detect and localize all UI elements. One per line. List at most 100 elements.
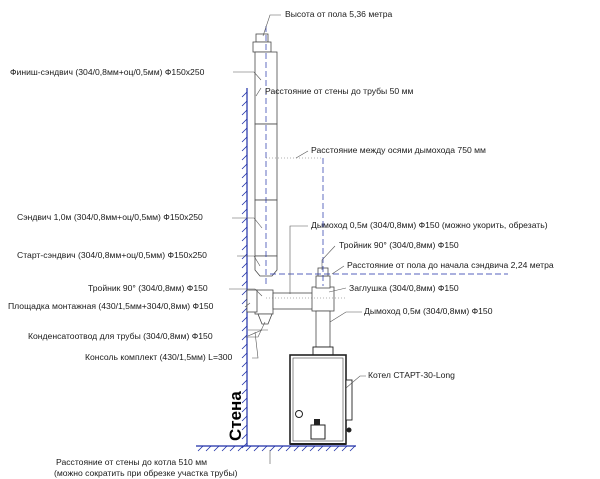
wall-hatch-mark xyxy=(241,379,248,386)
floor-hatch-mark xyxy=(261,445,268,452)
boiler-thermometer-icon xyxy=(295,410,303,418)
label-wall-distance: Расстояние от стены до трубы 50 мм xyxy=(265,86,413,96)
boiler-inner-panel xyxy=(292,357,344,442)
floor-hatch-mark xyxy=(325,445,332,452)
wall-hatch-mark xyxy=(241,289,248,296)
wall-hatch-mark xyxy=(241,208,248,215)
wall-hatch-mark xyxy=(241,181,248,188)
wall-hatch-mark xyxy=(241,190,248,197)
platform-plate xyxy=(246,289,258,313)
wall-hatch-mark xyxy=(241,172,248,179)
wall-hatch-mark xyxy=(241,298,248,305)
boiler-door xyxy=(310,424,326,440)
label-sandwich-1m: Сэндвич 1,0м (304/0,8мм+оц/0,5мм) Ф150х2… xyxy=(17,212,203,222)
floor-hatch-mark xyxy=(253,445,260,452)
boiler-handle xyxy=(314,419,320,425)
wall-hatch-mark xyxy=(241,271,248,278)
floor-hatch-mark xyxy=(309,445,316,452)
floor-hatch-mark xyxy=(277,445,284,452)
label-boiler-distance-2: (можно сократить при обрезке участка тру… xyxy=(54,468,238,478)
label-finish-sandwich: Финиш-сэндвич (304/0,8мм+оц/0,5мм) Ф150х… xyxy=(10,67,205,77)
wall-hatch-mark xyxy=(241,154,248,161)
floor-hatch-mark xyxy=(341,445,348,452)
boiler xyxy=(289,346,353,445)
wall-hatch-mark xyxy=(241,118,248,125)
label-chimney-lower: Дымоход 0,5м (304/0,8мм) Ф150 xyxy=(364,306,493,316)
wall-hatch-mark xyxy=(241,361,248,368)
wall-hatch-mark xyxy=(241,136,248,143)
wall-hatch-mark xyxy=(241,217,248,224)
boiler-side-valve-icon xyxy=(346,427,352,433)
wall-hatch-mark xyxy=(241,253,248,260)
wall-hatch-mark xyxy=(241,235,248,242)
label-tee-right: Тройник 90° (304/0,8мм) Ф150 xyxy=(339,240,459,250)
wall-hatch-mark xyxy=(241,307,248,314)
label-axis-distance: Расстояние между осями дымохода 750 мм xyxy=(311,145,486,155)
wall-hatch-mark xyxy=(241,370,248,377)
tee-left xyxy=(254,289,274,315)
boiler-flue-collar xyxy=(312,346,334,356)
horizontal-chimney xyxy=(246,267,335,348)
wall-hatch-mark xyxy=(241,262,248,269)
wall-hatch-mark xyxy=(241,388,248,395)
floor-hatch-mark xyxy=(301,445,308,452)
floor-hatch-mark xyxy=(221,445,228,452)
wall-hatch-mark xyxy=(241,163,248,170)
label-boiler-distance-1: Расстояние от стены до котла 510 мм xyxy=(56,457,207,467)
chimney-lower-pipe xyxy=(315,310,331,348)
floor-hatch-mark xyxy=(205,445,212,452)
wall-label: Стена xyxy=(226,391,245,441)
wall-hatch-mark xyxy=(241,91,248,98)
wall-hatch-mark xyxy=(241,226,248,233)
wall-hatch-mark xyxy=(241,244,248,251)
wall-hatch-mark xyxy=(241,316,248,323)
label-console: Консоль комплект (430/1,5мм) L=300 xyxy=(85,352,233,362)
console-bracket xyxy=(247,329,268,337)
tee-right xyxy=(311,286,335,312)
wall-hatch-mark xyxy=(241,352,248,359)
wall-hatch-mark xyxy=(241,280,248,287)
label-plug: Заглушка (304/0,8мм) Ф150 xyxy=(349,283,459,293)
floor-hatch-mark xyxy=(269,445,276,452)
label-start-sandwich: Старт-сэндвич (304/0,8мм+оц/0,5мм) Ф150х… xyxy=(17,250,207,260)
wall-hatch-mark xyxy=(241,145,248,152)
wall-hatch-mark xyxy=(241,199,248,206)
label-platform: Площадка монтажная (430/1,5мм+304/0,8мм)… xyxy=(8,301,214,311)
wall-hatch-mark xyxy=(241,109,248,116)
floor-hatch-mark xyxy=(333,445,340,452)
wall-hatch-mark xyxy=(241,334,248,341)
boiler-side-box xyxy=(345,379,353,421)
wall-hatch-mark xyxy=(241,325,248,332)
wall-hatch-mark xyxy=(241,442,248,449)
wall-hatching xyxy=(241,91,248,449)
label-chimney-upper: Дымоход 0,5м (304/0,8мм) Ф150 (можно уко… xyxy=(311,220,548,230)
wall-hatch-mark xyxy=(241,100,248,107)
floor-hatch-mark xyxy=(293,445,300,452)
floor-hatch-mark xyxy=(197,445,204,452)
wall-hatch-mark xyxy=(241,127,248,134)
wall xyxy=(196,88,356,452)
finish-cap-neck xyxy=(252,41,272,53)
wall-hatch-mark xyxy=(241,415,248,422)
label-condensate: Конденсатоотвод для трубы (304/0,8мм) Ф1… xyxy=(28,331,213,341)
floor-hatch-mark xyxy=(285,445,292,452)
floor-hatch-mark xyxy=(237,445,244,452)
wall-hatch-mark xyxy=(241,406,248,413)
sandwich-chimney xyxy=(252,33,278,277)
condensate-drain xyxy=(257,313,273,325)
label-tee-left: Тройник 90° (304/0,8мм) Ф150 xyxy=(88,283,208,293)
label-boiler: Котел СТАРТ-30-Long xyxy=(368,370,455,380)
wall-hatch-mark xyxy=(241,433,248,440)
leader-lines xyxy=(229,14,366,464)
label-height: Высота от пола 5,36 метра xyxy=(285,9,392,19)
floor-hatch-mark xyxy=(349,445,356,452)
wall-hatch-mark xyxy=(241,343,248,350)
floor-hatch-mark xyxy=(213,445,220,452)
wall-hatch-mark xyxy=(241,424,248,431)
floor-hatching xyxy=(197,445,356,452)
floor-hatch-mark xyxy=(317,445,324,452)
wall-hatch-mark xyxy=(241,397,248,404)
floor-hatch-mark xyxy=(245,445,252,452)
floor-hatch-mark xyxy=(229,445,236,452)
